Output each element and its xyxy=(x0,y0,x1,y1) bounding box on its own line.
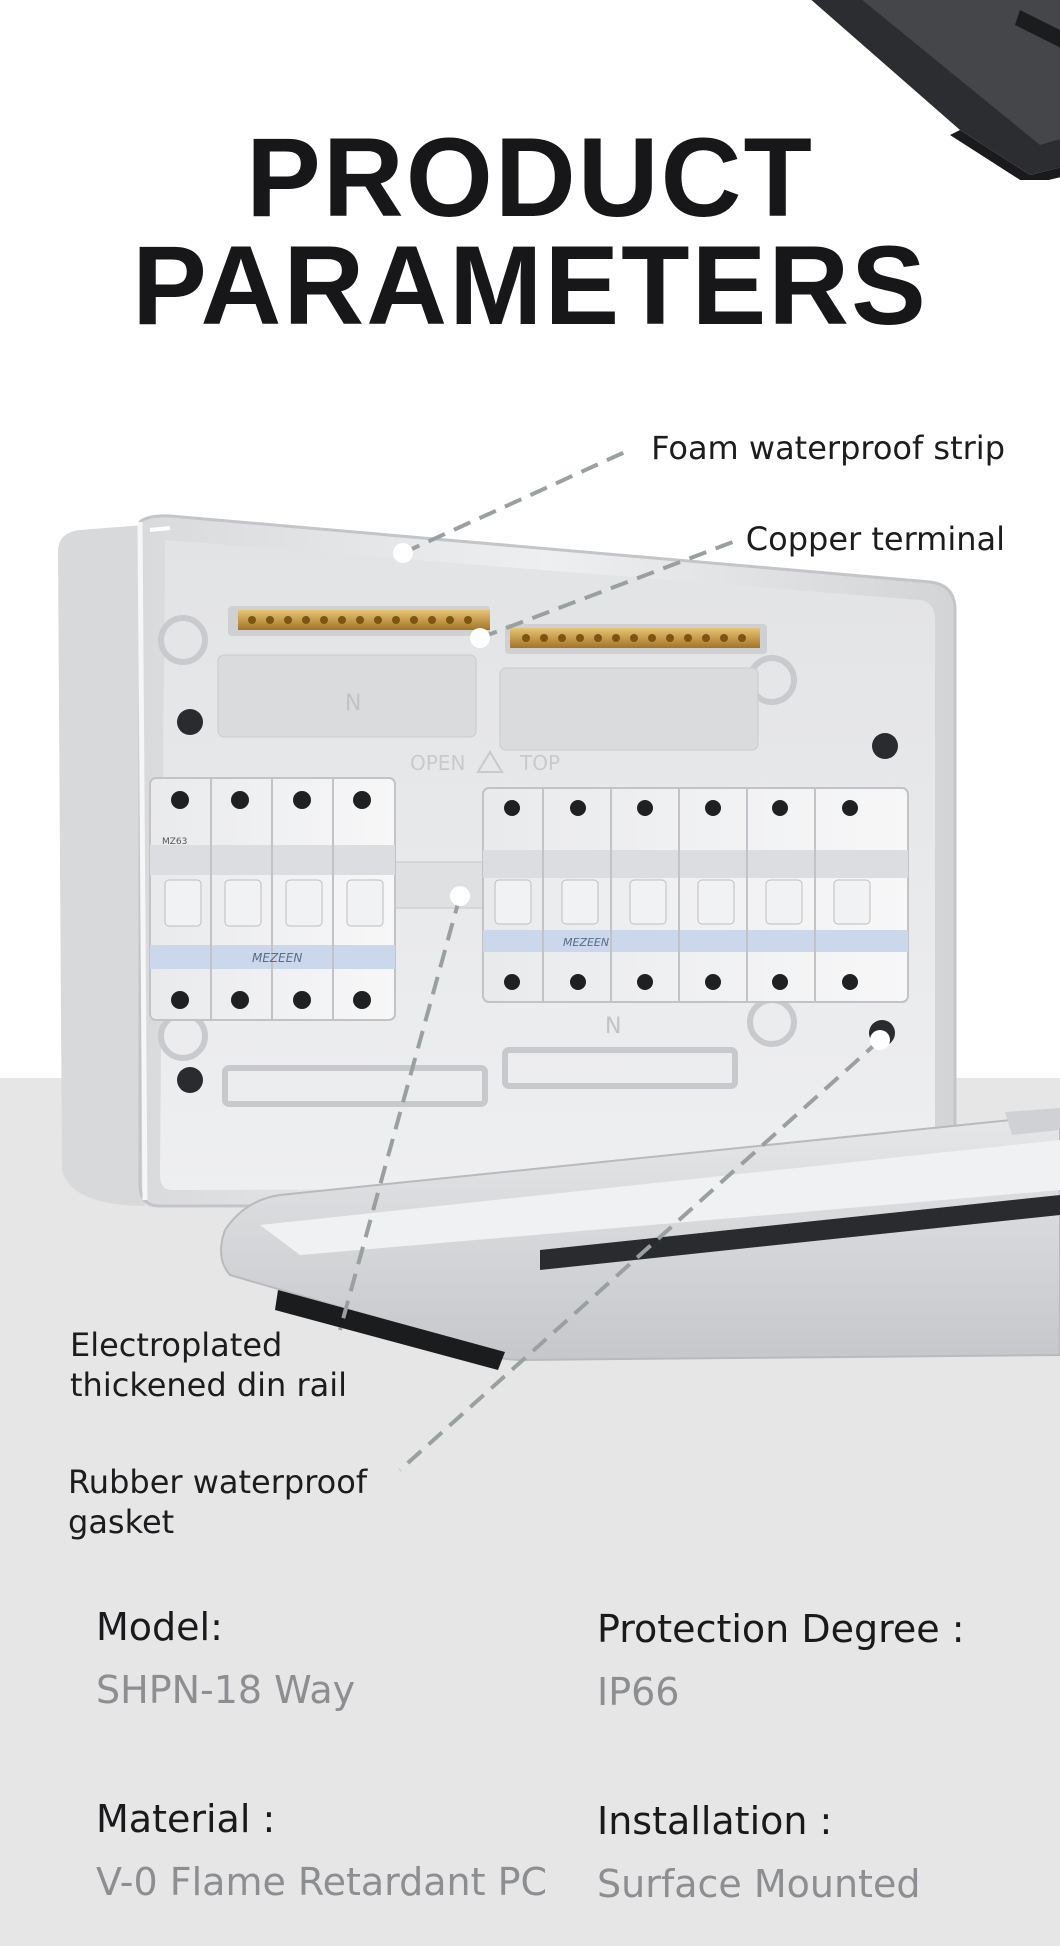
breaker-brand-label: MEZEEN xyxy=(252,951,302,965)
spec-installation-value: Surface Mounted xyxy=(597,1862,921,1906)
copper-terminal-bars xyxy=(217,606,767,751)
open-label: OPEN xyxy=(410,751,465,775)
top-label: TOP xyxy=(519,751,560,775)
spec-material-label: Material : xyxy=(96,1797,276,1841)
page-title-line-2: PARAMETERS xyxy=(132,223,928,348)
callout-markers xyxy=(393,543,890,1050)
neutral-label-bottom: N xyxy=(605,1014,621,1039)
spec-model-value: SHPN-18 Way xyxy=(96,1668,356,1712)
cable-slots xyxy=(222,1047,738,1107)
callout-gasket-line-1: Rubber waterproof xyxy=(68,1463,368,1501)
callout-leader-lines xyxy=(338,450,882,1472)
callout-foam-waterproof-strip: Foam waterproof strip xyxy=(651,429,1005,467)
page-title-line-1: PRODUCT xyxy=(246,115,814,240)
breaker-group-right: MEZEEN xyxy=(482,787,909,1003)
callout-din-rail-line-1: Electroplated xyxy=(70,1326,283,1364)
breaker-brand-label-right: MEZEEN xyxy=(563,936,609,949)
spec-protection-label: Protection Degree : xyxy=(597,1607,965,1651)
spec-model-label: Model: xyxy=(96,1605,223,1649)
breaker-group-left: MZ63 MEZEEN xyxy=(149,777,396,1021)
breaker-model-label: MZ63 xyxy=(162,837,187,847)
neutral-label-top: N xyxy=(345,691,361,716)
spec-protection-value: IP66 xyxy=(597,1670,680,1714)
callout-copper-terminal: Copper terminal xyxy=(745,520,1005,558)
enclosure-lid xyxy=(220,1108,1060,1370)
spec-installation-label: Installation : xyxy=(597,1799,833,1843)
callout-din-rail-line-2: thickened din rail xyxy=(70,1366,348,1404)
callout-gasket-line-2: gasket xyxy=(68,1503,175,1541)
enclosure-lid-corner-image xyxy=(811,0,1060,180)
spec-material-value: V-0 Flame Retardant PC xyxy=(96,1860,548,1904)
